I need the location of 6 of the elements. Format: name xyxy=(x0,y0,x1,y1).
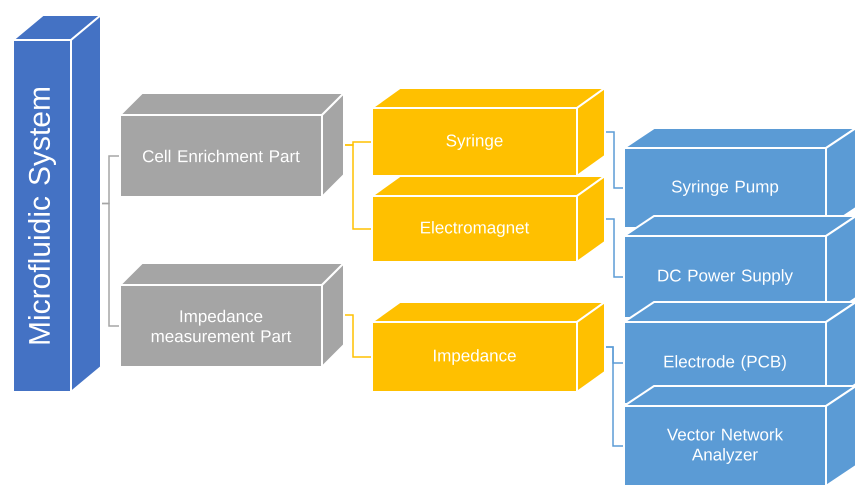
connector xyxy=(345,144,371,230)
connector xyxy=(606,346,623,447)
connector xyxy=(606,131,623,189)
connector xyxy=(345,314,371,358)
connector xyxy=(606,218,623,278)
connector xyxy=(102,202,119,327)
